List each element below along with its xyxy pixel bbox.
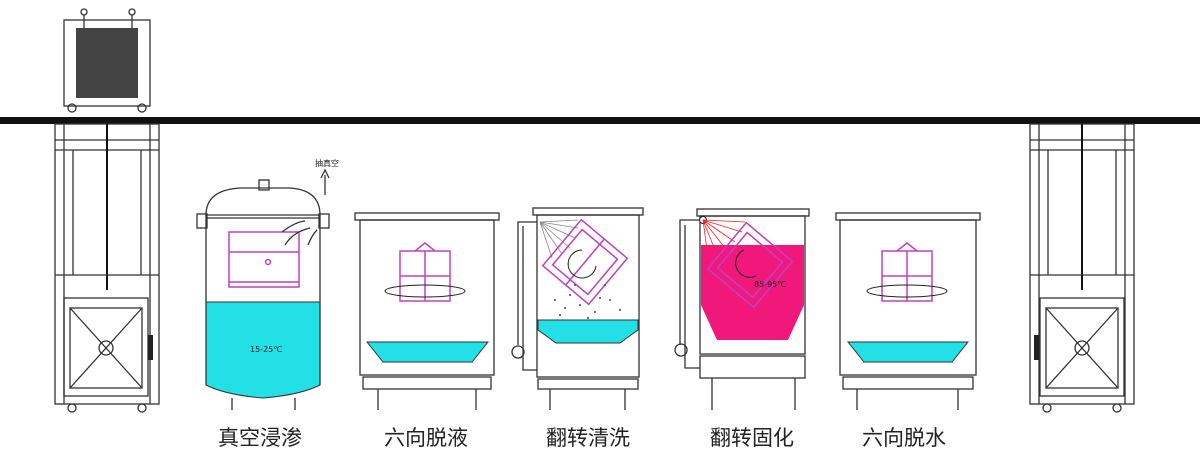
six-way-dewatering-tank bbox=[835, 212, 981, 410]
right-lift-tower bbox=[1029, 123, 1135, 413]
vacuum-note: 抽真空 bbox=[315, 158, 339, 168]
stage-label-3: 翻转清洗 bbox=[546, 426, 630, 450]
stage-label-1: 真空浸渗 bbox=[218, 426, 302, 450]
left-lift-tower bbox=[54, 8, 160, 413]
stage-1-temperature: 15-25℃ bbox=[250, 345, 282, 354]
six-way-draining-tank-1 bbox=[354, 212, 500, 410]
stage-label-5: 六向脱水 bbox=[862, 426, 946, 450]
vacuum-impregnation-tank: 抽真空 15-25℃ bbox=[196, 158, 339, 410]
stage-label-2: 六向脱液 bbox=[384, 426, 468, 450]
stage-label-4: 翻转固化 bbox=[710, 426, 794, 450]
stage-4-temperature: 85-95℃ bbox=[754, 280, 786, 289]
overhead-rail bbox=[0, 117, 1200, 124]
flip-curing-tank: 85-95℃ bbox=[674, 208, 810, 410]
flip-cleaning-tank bbox=[511, 207, 644, 410]
